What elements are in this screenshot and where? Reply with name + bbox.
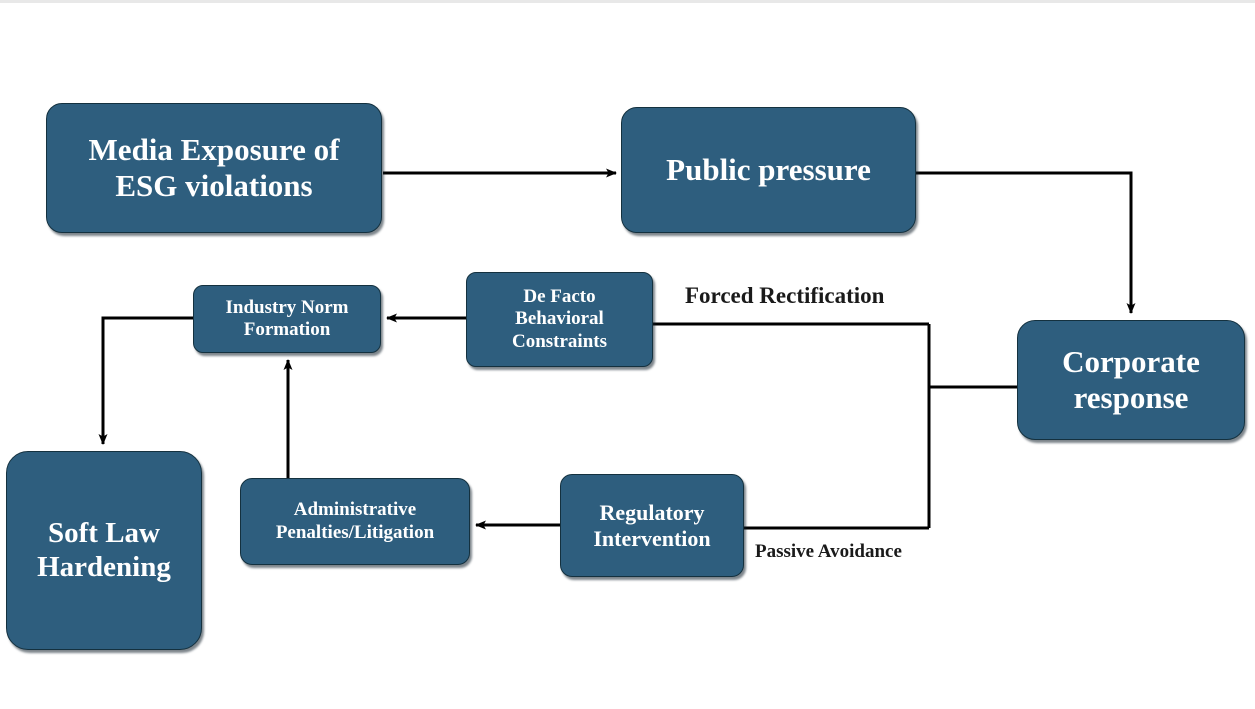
node-soft-law-hardening[interactable]: Soft Law Hardening: [6, 451, 202, 650]
node-industry-norm-formation[interactable]: Industry Norm Formation: [193, 285, 381, 353]
top-divider: [0, 0, 1255, 3]
node-regulatory-intervention[interactable]: Regulatory Intervention: [560, 474, 744, 577]
edge-public-to-corporate: [916, 171, 1136, 314]
node-public-pressure[interactable]: Public pressure: [621, 107, 916, 233]
node-media-exposure[interactable]: Media Exposure of ESG violations: [46, 103, 382, 233]
edge-label-passive-avoidance: Passive Avoidance: [755, 541, 902, 562]
node-de-facto-behavioral-constraints[interactable]: De Facto Behavioral Constraints: [466, 272, 653, 367]
node-corporate-response[interactable]: Corporate response: [1017, 320, 1245, 440]
node-administrative-penalties-litigation[interactable]: Administrative Penalties/Litigation: [240, 478, 470, 565]
edge-industry-to-softlaw: [98, 316, 193, 445]
edge-label-forced-rectification: Forced Rectification: [685, 283, 885, 308]
